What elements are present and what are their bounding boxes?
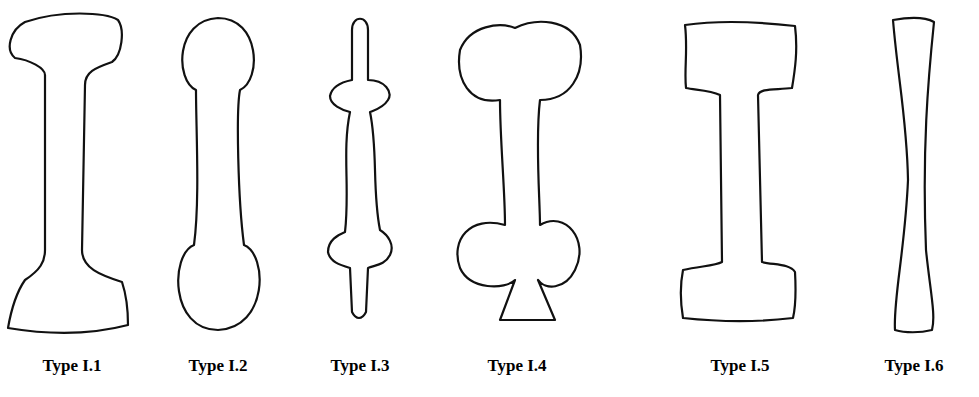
type-outline [328,19,392,318]
type-label: Type I.4 [487,356,546,376]
type-outline [681,22,796,321]
type-label: Type I.5 [710,356,769,376]
type-outline [8,14,128,333]
type-outline [178,18,259,330]
type-outline [893,18,934,332]
type-label: Type I.1 [42,356,101,376]
type-outline [457,22,581,320]
type-label: Type I.2 [188,356,247,376]
type-label: Type I.3 [330,356,389,376]
type-label: Type I.6 [884,356,943,376]
